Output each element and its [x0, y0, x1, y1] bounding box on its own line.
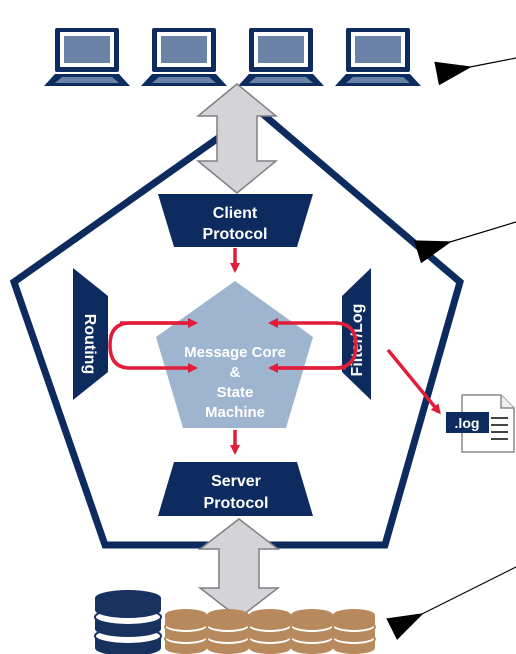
database-row: [94, 590, 376, 654]
server-double-arrow: [197, 518, 281, 619]
message-flow-arrows: [108, 248, 441, 455]
laptop-icon: [335, 28, 421, 86]
client-protocol-label-2: Protocol: [203, 226, 268, 243]
log-file-label: .log: [455, 415, 480, 431]
routing-label: Routing: [81, 314, 98, 374]
filter-log-label: Filter/Log: [349, 304, 366, 377]
client-double-arrow: [195, 83, 279, 194]
pointer-arrow-icon: [413, 221, 516, 264]
laptop-icon: [44, 28, 130, 86]
laptop-row: [44, 28, 421, 86]
database-icon: [206, 609, 250, 654]
flow-arrow-to-log: [386, 348, 441, 415]
server-protocol-box: [158, 462, 313, 516]
pointer-arrow-icon: [434, 57, 516, 86]
pointer-arrows: [386, 57, 516, 640]
database-icon: [248, 609, 292, 654]
database-icon: [164, 609, 208, 654]
client-protocol-label-1: Client: [213, 205, 258, 222]
message-core-label-1: Message Core: [184, 344, 286, 361]
database-icon: [290, 609, 334, 654]
message-core-pentagon: [156, 281, 313, 428]
message-core-label-3: State: [217, 384, 254, 401]
database-icon: [94, 590, 162, 654]
server-protocol-label-1: Server: [211, 473, 261, 490]
client-protocol-box: [158, 194, 313, 247]
pointer-arrow-icon: [386, 566, 516, 640]
database-icon: [332, 609, 376, 654]
server-protocol-label-2: Protocol: [204, 495, 269, 512]
laptop-icon: [141, 28, 227, 86]
laptop-icon: [238, 28, 324, 86]
message-core-label-4: Machine: [205, 404, 265, 421]
log-file-icon: .log: [446, 394, 515, 453]
filter-log-box: [342, 268, 371, 400]
routing-box: [73, 268, 108, 400]
message-core-label-2: &: [230, 364, 241, 381]
